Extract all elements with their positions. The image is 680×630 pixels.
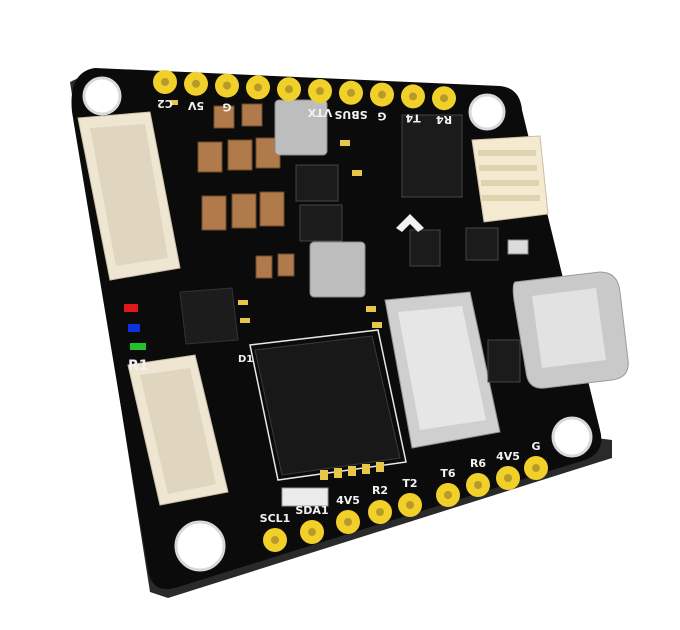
led-blue bbox=[128, 324, 140, 332]
bottom-pad-label: T6 bbox=[440, 467, 456, 480]
bottom-pad-label: 4V5 bbox=[496, 450, 520, 463]
led-designator: R1 bbox=[128, 358, 149, 374]
top-pad-label: SBUS bbox=[334, 108, 367, 121]
bottom-pad: G bbox=[524, 440, 548, 480]
bottom-pad: T2 bbox=[398, 477, 422, 517]
led-green bbox=[130, 343, 146, 350]
top-pad-label: G bbox=[222, 101, 231, 114]
arrow-marking bbox=[396, 214, 424, 232]
top-pad: VTX bbox=[307, 79, 332, 119]
usb-c-port bbox=[512, 271, 629, 389]
top-pad-label: T4 bbox=[405, 111, 421, 124]
bottom-pad-label: T2 bbox=[402, 477, 417, 490]
top-pad: T4 bbox=[401, 84, 425, 124]
bottom-pad-label: 4V5 bbox=[336, 494, 360, 507]
led-red bbox=[124, 304, 138, 312]
gyro-chip bbox=[179, 287, 239, 345]
bottom-pad-label: SDA1 bbox=[295, 504, 328, 517]
mounting-holes bbox=[82, 76, 593, 572]
mosfets bbox=[295, 114, 521, 383]
bottom-pad-label: R2 bbox=[372, 484, 388, 497]
bottom-pad: SCL1 bbox=[260, 512, 291, 552]
small-passives bbox=[170, 100, 384, 480]
top-pad: 5V bbox=[184, 71, 208, 112]
bottom-pad: R6 bbox=[466, 457, 490, 497]
top-pad: R4 bbox=[432, 86, 456, 126]
top-pad: SBUS bbox=[334, 80, 368, 121]
top-pad: C2 bbox=[153, 70, 177, 110]
top-pad-label: G bbox=[377, 110, 386, 123]
status-leds bbox=[124, 304, 146, 350]
microsd-slot bbox=[384, 291, 501, 449]
jst-connector-right bbox=[471, 135, 549, 223]
bottom-pad: R2 bbox=[368, 484, 392, 524]
jst-connector-top-left bbox=[77, 111, 181, 281]
inductors bbox=[274, 99, 366, 298]
bottom-pad: T6 bbox=[436, 467, 460, 507]
bottom-pad-label: G bbox=[531, 440, 540, 453]
mcu-chip bbox=[249, 329, 407, 481]
bottom-pad-label: R6 bbox=[470, 457, 486, 470]
top-pad-label: C2 bbox=[157, 97, 173, 110]
bottom-pad: 4V5 bbox=[496, 450, 520, 490]
mcu-designator: D1 bbox=[238, 354, 253, 365]
top-pad bbox=[277, 77, 301, 102]
bottom-pad: SDA1 bbox=[295, 504, 329, 544]
dip-switch bbox=[281, 487, 329, 507]
top-pad-label: VTX bbox=[307, 106, 332, 119]
bottom-pad-label: SCL1 bbox=[260, 512, 291, 525]
top-pad: G bbox=[370, 82, 394, 123]
boot-button bbox=[507, 239, 529, 255]
top-pad-label: R4 bbox=[436, 113, 452, 126]
capacitor-bank bbox=[197, 103, 295, 279]
top-pad: G bbox=[215, 73, 239, 114]
jst-connector-bottom-left bbox=[127, 354, 229, 506]
top-pad bbox=[246, 75, 270, 100]
top-pad-label: 5V bbox=[187, 99, 204, 112]
bottom-pad: 4V5 bbox=[336, 494, 360, 534]
